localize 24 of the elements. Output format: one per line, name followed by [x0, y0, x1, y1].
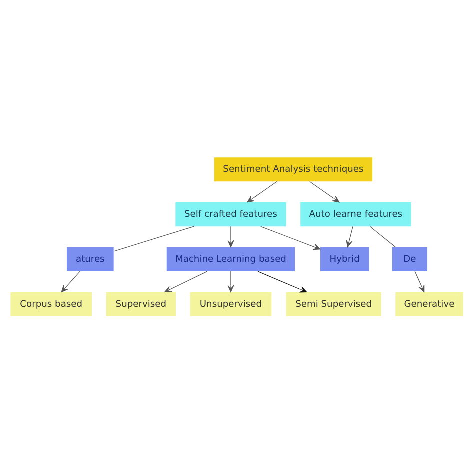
- node-box: Unsupervised: [190, 292, 272, 316]
- node-box: Supervised: [106, 292, 176, 316]
- node-box: Corpus based: [10, 292, 92, 316]
- node-box: Machine Learning based: [166, 247, 296, 272]
- arrow: [260, 226, 321, 250]
- node-box: Self crafted features: [176, 202, 286, 227]
- node-box: De: [392, 247, 428, 272]
- node-box: Generative: [396, 292, 464, 316]
- node-box: Auto learne features: [300, 202, 412, 227]
- node-box: Semi Supervised: [286, 292, 382, 316]
- arrow: [228, 271, 234, 292]
- arrow: [346, 226, 354, 248]
- arrow: [247, 181, 278, 203]
- arrow: [164, 271, 208, 292]
- arrow: [228, 226, 234, 248]
- arrow: [258, 271, 308, 293]
- node-box: Sentiment Analysis techniques: [214, 158, 373, 182]
- connector: [114, 226, 195, 252]
- connector: [370, 226, 396, 248]
- node-box: atures: [66, 247, 114, 272]
- arrow: [414, 271, 425, 292]
- node-box: Hybrid: [320, 247, 370, 272]
- arrow: [61, 271, 80, 292]
- arrow: [310, 181, 340, 203]
